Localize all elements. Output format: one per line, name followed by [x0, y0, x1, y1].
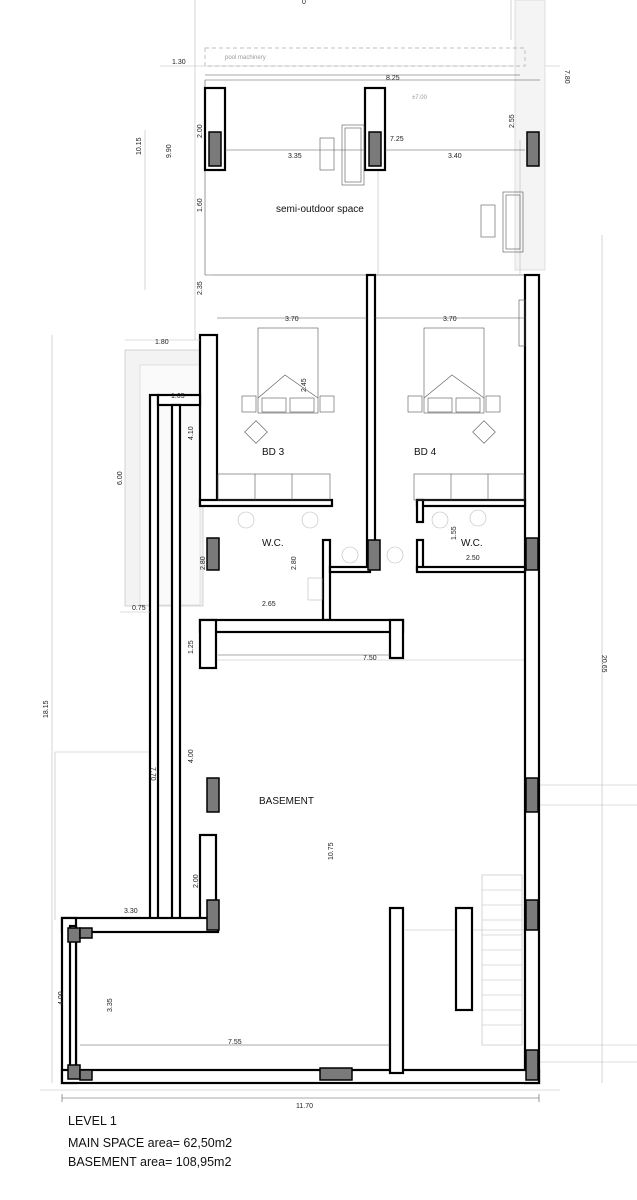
dim-20-65: 20.65 — [600, 655, 607, 673]
outdoor-furniture — [319, 124, 524, 253]
bd3-furniture — [217, 327, 335, 501]
stairs — [481, 874, 523, 1046]
dim-3-35-low: 3.35 — [107, 998, 114, 1012]
bd4-furniture — [407, 299, 526, 501]
dim-4-10: 4.10 — [188, 426, 195, 440]
legend-level: LEVEL 1 — [68, 1114, 117, 1128]
dim-8-25: 8.25 — [386, 75, 400, 82]
dim-1-30: 1.30 — [172, 59, 186, 66]
label-basement: BASEMENT — [259, 796, 314, 807]
pool-machinery-zone: pool machinery — [204, 47, 526, 67]
main-walls — [60, 273, 541, 1085]
dim-2-00-low: 2.00 — [193, 874, 200, 888]
dim-1-80: 1.80 — [155, 339, 169, 346]
dim-7-55: 7.55 — [228, 1039, 242, 1046]
room-labels: ±7.00 semi-outdoor space BD 3 BD 4 W.C. … — [259, 95, 483, 807]
dim-2-35: 2.35 — [197, 281, 204, 295]
label-bd4: BD 4 — [414, 447, 437, 458]
dim-10-75: 10.75 — [328, 842, 335, 860]
dim-3-70-bd3: 3.70 — [285, 316, 299, 323]
dim-2-55: 2.55 — [509, 114, 516, 128]
dim-1-05: 1.05 — [171, 393, 185, 400]
dim-4-00-low: 4.00 — [58, 991, 65, 1005]
dim-2-80-right: 2.80 — [291, 556, 298, 570]
semi-outdoor-outline — [204, 79, 540, 276]
dim-0-75: 0.75 — [132, 605, 146, 612]
dim-10-15: 10.15 — [136, 137, 143, 155]
svg-text:pool machinery: pool machinery — [225, 55, 266, 61]
dimension-labels: 0 1.30 8.25 7.80 10.15 9.90 2.00 3.35 7.… — [43, 0, 607, 1110]
dim-11-70: 11.70 — [296, 1103, 313, 1110]
dim-0: 0 — [302, 0, 306, 6]
garden-area — [124, 0, 546, 607]
dim-7-80: 7.80 — [563, 70, 570, 84]
dim-2-00-top: 2.00 — [197, 124, 204, 138]
top-pillars — [203, 86, 540, 172]
dim-2-45: 2.45 — [301, 378, 308, 392]
structural-columns — [67, 537, 539, 1081]
dim-4-00-mid: 4.00 — [188, 749, 195, 763]
dim-7-25: 7.25 — [390, 136, 404, 143]
dim-2-50: 2.50 — [466, 555, 480, 562]
dim-1-25: 1.25 — [188, 640, 195, 654]
dim-1-55: 1.55 — [451, 526, 458, 540]
label-semi-outdoor: semi-outdoor space — [276, 204, 364, 215]
dim-3-35-top: 3.35 — [288, 153, 302, 160]
dim-2-80-left: 2.80 — [200, 556, 207, 570]
dim-1-60: 1.60 — [197, 198, 204, 212]
label-wc4: W.C. — [461, 538, 483, 549]
dim-6-00: 6.00 — [117, 471, 124, 485]
dim-7-70: 7.70 — [149, 767, 156, 781]
dimension-lines — [51, 74, 603, 1102]
dim-9-90: 9.90 — [166, 144, 173, 158]
label-wc3: W.C. — [262, 538, 284, 549]
legend-main-space: MAIN SPACE area= 62,50m2 — [68, 1136, 233, 1150]
dim-3-40: 3.40 — [448, 153, 462, 160]
dim-3-30: 3.30 — [124, 908, 138, 915]
level-mark: ±7.00 — [412, 95, 428, 101]
legend-basement: BASEMENT area= 108,95m2 — [68, 1155, 232, 1169]
label-bd3: BD 3 — [262, 447, 285, 458]
dim-2-65: 2.65 — [262, 601, 276, 608]
dim-7-50: 7.50 — [363, 655, 377, 662]
dim-18-15: 18.15 — [43, 700, 50, 718]
wc-fixtures — [237, 509, 487, 601]
dim-3-70-bd4: 3.70 — [443, 316, 457, 323]
